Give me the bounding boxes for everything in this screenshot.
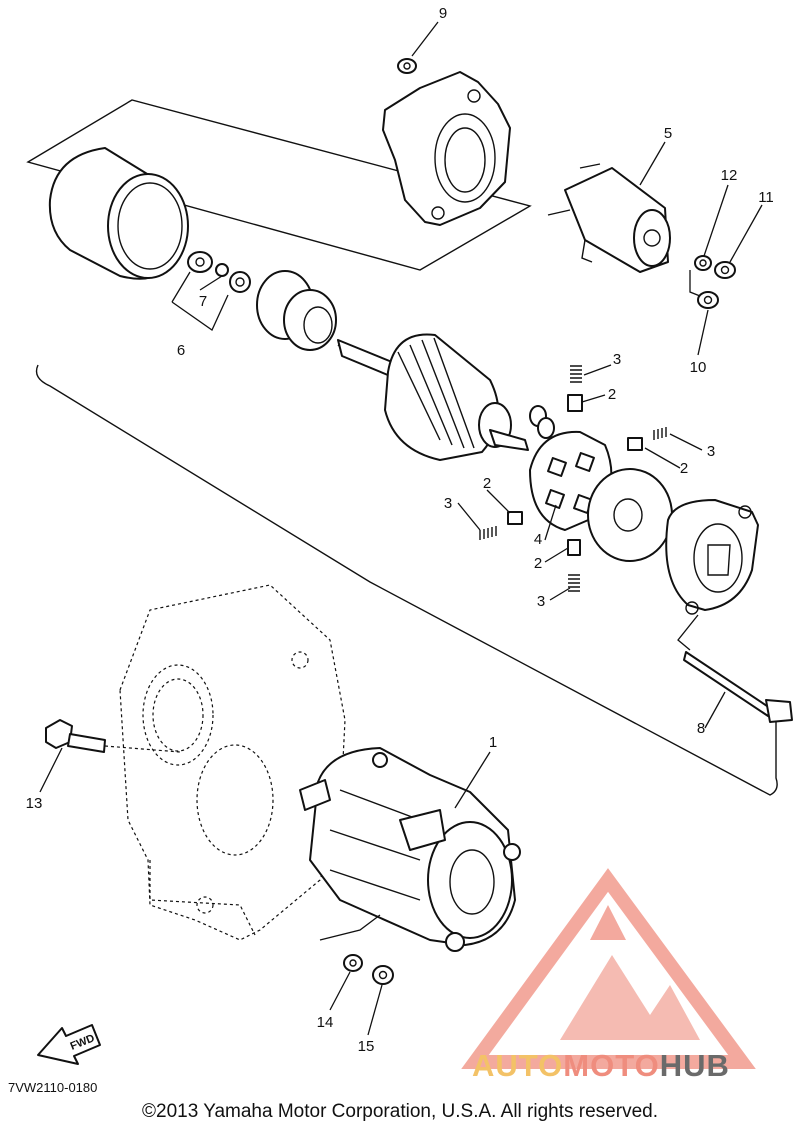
brush-2c-part	[507, 511, 523, 525]
starting-motor-assembly-part	[299, 747, 521, 952]
magnetic-switch-part	[547, 163, 671, 273]
brush-spring-3b-part	[653, 427, 667, 440]
yoke-part	[48, 147, 189, 280]
insulator-plate-part	[587, 468, 673, 562]
watermark-part-moto: MOTO	[563, 1048, 660, 1083]
callout-1: 1	[489, 734, 497, 751]
washer-14-part	[343, 954, 363, 972]
callout-10: 10	[690, 359, 707, 376]
crankcase-part	[119, 584, 346, 941]
copyright-notice: ©2013 Yamaha Motor Corporation, U.S.A. A…	[142, 1101, 658, 1122]
nut-11-part	[714, 261, 736, 279]
callout-2d: 2	[534, 555, 542, 572]
washer-6b-part	[229, 271, 251, 293]
yoke-bracket-frame	[26, 99, 532, 271]
washer-6a-part	[187, 251, 213, 273]
drawing-code: 7VW2110-0180	[8, 1080, 98, 1095]
callout-2a: 2	[608, 386, 616, 403]
callout-6: 6	[177, 342, 185, 359]
callout-8: 8	[697, 720, 705, 737]
watermark-logo-icon	[461, 868, 756, 1069]
through-bolt-part	[683, 651, 793, 723]
callout-14: 14	[317, 1014, 334, 1031]
washer-12-part	[694, 255, 712, 271]
callout-2c: 2	[483, 475, 491, 492]
brush-spring-3a-part	[570, 365, 582, 383]
rear-cover-part	[665, 499, 759, 615]
callout-13: 13	[26, 795, 43, 812]
spring-part	[529, 405, 555, 439]
watermark-part-auto: AUTO	[472, 1048, 564, 1083]
callout-3c: 3	[444, 495, 452, 512]
nut-15-part	[372, 965, 394, 985]
callout-11: 11	[758, 189, 774, 206]
clutch-pinion-part	[256, 270, 337, 351]
brush-spring-3c-part	[479, 526, 497, 540]
nut-9-part	[397, 58, 417, 74]
callout-12: 12	[721, 167, 738, 184]
callout-3d: 3	[537, 593, 545, 610]
callout-3b: 3	[707, 443, 715, 460]
brush-2b-part	[627, 437, 643, 451]
brush-spring-3d-part	[568, 574, 580, 592]
armature-part	[337, 333, 529, 461]
brush-2d-part	[567, 539, 581, 556]
callout-15: 15	[358, 1038, 375, 1055]
leader-lines	[39, 21, 763, 1036]
watermark-part-hub: HUB	[659, 1048, 730, 1083]
callout-2b: 2	[680, 460, 688, 477]
brush-2a-part	[567, 394, 583, 412]
fwd-arrow-icon: FWD	[37, 1024, 101, 1065]
o-ring-7-part	[215, 263, 229, 277]
callout-3a: 3	[613, 351, 621, 368]
assembly-frame	[35, 364, 778, 796]
callout-5: 5	[664, 125, 672, 142]
bolt-13-part	[45, 719, 106, 753]
callout-9: 9	[439, 5, 447, 22]
watermark-text: AUTOMOTOHUB	[472, 1048, 730, 1084]
front-cover-part	[382, 71, 511, 226]
callout-7: 7	[199, 293, 207, 310]
callout-4: 4	[534, 531, 542, 548]
nut-10-part	[697, 291, 719, 309]
